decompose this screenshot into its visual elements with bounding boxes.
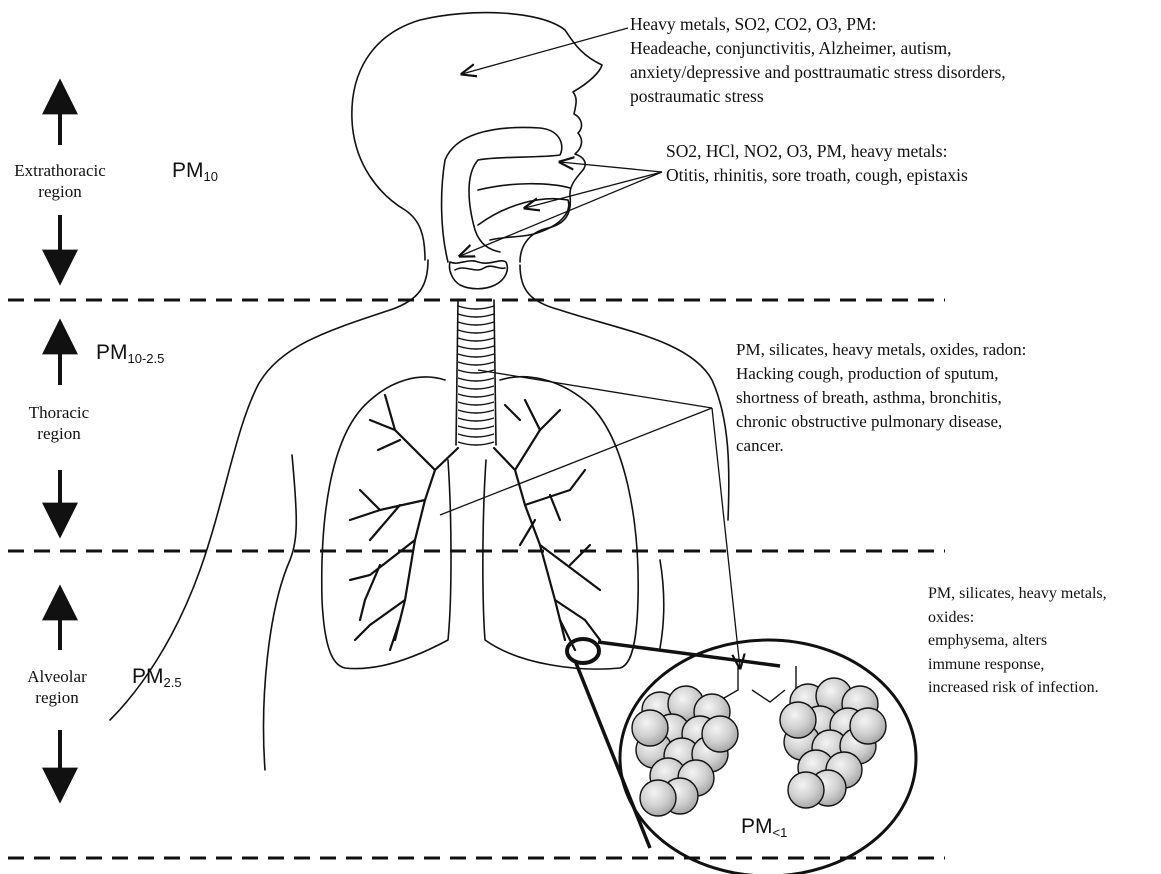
pm-main: PM: [132, 665, 164, 688]
annotation-pollutants: PM, silicates, heavy metals, oxides, rad…: [736, 338, 1026, 362]
pm10-2.5-label: PM10-2.5: [96, 340, 164, 367]
magnify-line-top: [598, 642, 780, 666]
larynx: [449, 261, 507, 289]
annotation-upper-airway: SO2, HCl, NO2, O3, PM, heavy metals: Oti…: [666, 139, 968, 187]
region-name-line2: region: [14, 423, 104, 444]
arrow-trachea-to-lungs: [478, 370, 712, 408]
annotation-alveolar: PM, silicates, heavy metals, oxides: emp…: [928, 582, 1107, 700]
annotation-pollutants: PM, silicates, heavy metals,: [928, 582, 1107, 606]
pm-main: PM: [741, 815, 773, 838]
region-name-line1: Alveolar: [12, 666, 102, 687]
region-label-extrathoracic: Extrathoracic region: [4, 160, 116, 203]
bronchial-tree-left: [350, 395, 458, 650]
body-outline: [110, 13, 729, 770]
region-name-line2: region: [4, 181, 116, 202]
nasal-cavity: [442, 127, 562, 262]
annotation-effect-line: emphysema, alters: [928, 629, 1107, 653]
pm-main: PM: [172, 159, 204, 182]
tongue: [478, 199, 569, 240]
annotation-effect-line: shortness of breath, asthma, bronchitis,: [736, 386, 1026, 410]
annotation-thoracic: PM, silicates, heavy metals, oxides, rad…: [736, 338, 1026, 458]
alveolus: [780, 702, 816, 738]
arrow-to-nose: [560, 162, 662, 172]
trachea-rings: [458, 306, 494, 445]
bronchial-tree-right: [494, 400, 600, 650]
alveolus: [850, 708, 886, 744]
pm-subscript: <1: [773, 825, 788, 840]
pm-subscript: 10-2.5: [128, 351, 165, 366]
alveoli-cluster-right: [780, 678, 886, 808]
annotation-effect-line: Otitis, rhinitis, sore troath, cough, ep…: [666, 163, 968, 187]
annotation-effect-line: postraumatic stress: [630, 84, 1006, 108]
pm1-label: PM<1: [741, 814, 787, 841]
alveoli-cluster-left: [632, 686, 738, 816]
region-name-line1: Extrathoracic: [4, 160, 116, 181]
pm2.5-label: PM2.5: [132, 664, 182, 691]
region-name-line2: region: [12, 687, 102, 708]
head-outline: [352, 13, 602, 262]
arrow-to-mouth: [525, 172, 662, 208]
palate: [478, 184, 570, 190]
alveolus: [788, 772, 824, 808]
left-lung: [322, 377, 451, 669]
annotation-pollutants: Heavy metals, SO2, CO2, O3, PM:: [630, 12, 1006, 36]
right-shoulder-arm: [520, 265, 729, 520]
annotation-effect-line: increased risk of infection.: [928, 676, 1107, 700]
annotation-effect-line: anxiety/depressive and posttraumatic str…: [630, 60, 1006, 84]
pm-subscript: 10: [204, 169, 218, 184]
magnify-source-circle: [567, 639, 599, 663]
annotation-pollutants: SO2, HCl, NO2, O3, PM, heavy metals:: [666, 139, 968, 163]
alveolus: [640, 780, 676, 816]
alveolus: [702, 716, 738, 752]
annotation-effect-line: cancer.: [736, 434, 1026, 458]
larynx-fold: [455, 266, 505, 270]
annotation-effect-line: immune response,: [928, 653, 1107, 677]
pm-main: PM: [96, 341, 128, 364]
annotation-pollutants: oxides:: [928, 606, 1107, 630]
annotation-effect-line: Hacking cough, production of sputum,: [736, 362, 1026, 386]
right-inner-arm: [660, 560, 664, 648]
left-inner-arm: [264, 455, 297, 770]
annotation-effect-line: Headeache, conjunctivitis, Alzheimer, au…: [630, 36, 1006, 60]
annotation-effect-line: chronic obstructive pulmonary disease,: [736, 410, 1026, 434]
pm10-label: PM10: [172, 158, 218, 185]
pm-subscript: 2.5: [164, 675, 182, 690]
annotation-brain: Heavy metals, SO2, CO2, O3, PM: Headeach…: [630, 12, 1006, 108]
arrow-to-brain: [462, 28, 628, 74]
arrow-lungs-branch: [440, 408, 712, 515]
region-label-thoracic: Thoracic region: [14, 402, 104, 445]
region-name-line1: Thoracic: [14, 402, 104, 423]
alveolus: [632, 710, 668, 746]
region-label-alveolar: Alveolar region: [12, 666, 102, 709]
left-shoulder-arm: [110, 260, 428, 720]
arrow-to-throat: [460, 172, 662, 256]
